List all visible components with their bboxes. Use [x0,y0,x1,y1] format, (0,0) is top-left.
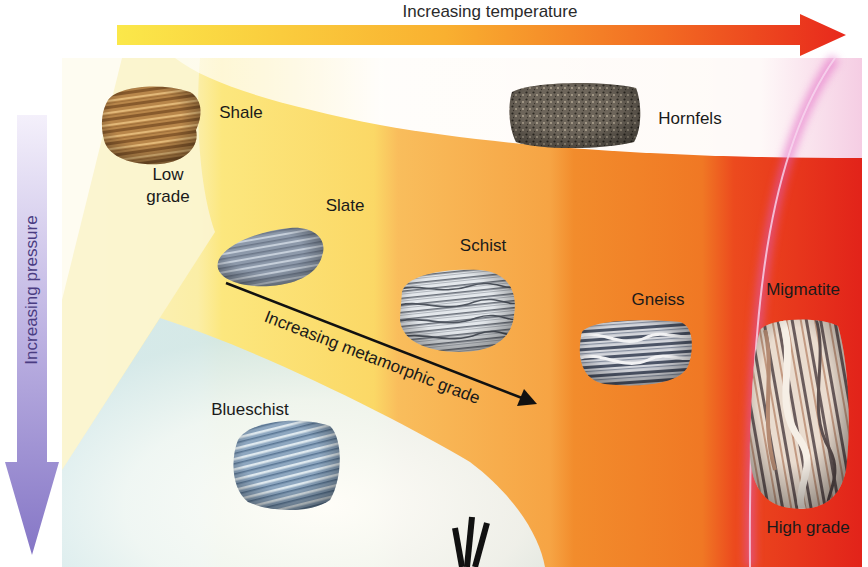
blueschist-rock [233,421,339,510]
rock-label: Migmatite [766,279,840,301]
schist-rock [400,270,515,352]
grade-arrow [226,283,522,398]
hornfels-rock [509,83,640,148]
bottom-mark [455,517,487,567]
migmatite-rock [750,320,849,509]
grade-label: Low grade [138,164,198,208]
temperature-field [62,58,862,567]
arrow-label: Increasing metamorphic grade [261,306,483,410]
rock-shade [509,83,640,148]
migmatite-rock [750,315,849,515]
rock-shade [218,228,324,286]
axis-label: Increasing pressure [21,215,43,364]
rock-shade [400,270,515,352]
hornfels-field [175,58,862,158]
schist-rock [396,270,520,352]
rock-label: Hornfels [658,108,721,130]
hornfels-rock [509,83,640,148]
corner-field [62,58,122,300]
rock-label: Blueschist [211,399,288,421]
pressure-arrow [5,115,59,555]
rock-label: Shale [219,102,262,124]
rock-shade [580,320,692,385]
slate-rock [218,228,324,286]
rock-shade [750,320,849,509]
gneiss-rock [580,320,692,385]
axis-label: Increasing temperature [403,1,578,23]
rock-label: Gneiss [632,289,685,311]
rock-shade [233,421,339,510]
rock-label: Schist [460,235,506,257]
slate-rock [218,228,324,286]
shale-rock [102,86,201,164]
blueschist-rock [233,421,339,510]
rock-shade [102,86,201,164]
shale-rock [102,86,201,164]
gneiss-rock [575,320,700,385]
grade-arrowhead [517,389,537,406]
grade-label: High grade [766,517,849,539]
blueschist-field [62,318,545,567]
rock-label: Slate [326,195,365,217]
